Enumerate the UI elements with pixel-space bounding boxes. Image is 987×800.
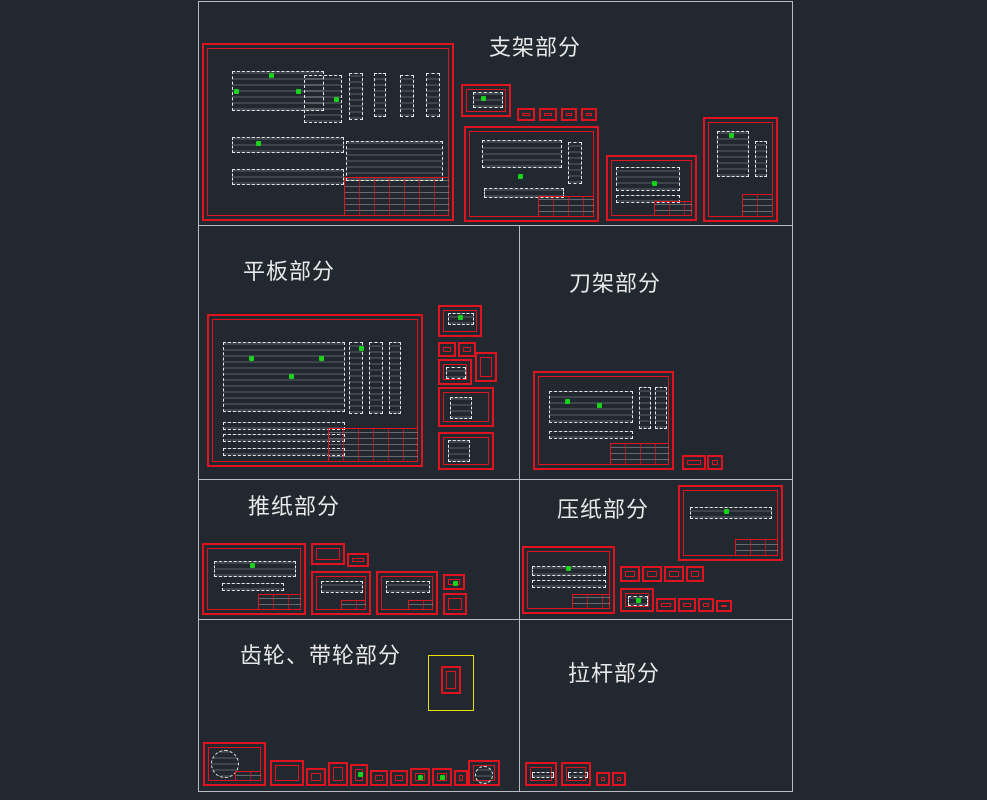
drawing-sheet-rod-2[interactable]	[561, 762, 591, 786]
drawing-sheet-support-part-1[interactable]	[461, 84, 511, 117]
divider-push	[198, 619, 793, 620]
section-title-support: 支架部分	[489, 36, 582, 61]
drawing-sheet-support-part-5[interactable]	[581, 108, 597, 121]
section-title-gear: 齿轮、带轮部分	[240, 644, 402, 669]
drawing-sheet-plate-part-2[interactable]	[438, 342, 456, 357]
section-title-knife: 刀架部分	[569, 272, 662, 297]
drawing-sheet-press-part-9[interactable]	[716, 600, 732, 612]
drawing-sheet-gear-1[interactable]	[203, 742, 266, 786]
drawing-sheet-gear-9[interactable]	[432, 768, 452, 786]
section-title-push: 推纸部分	[248, 495, 341, 520]
drawing-sheet-gear-7[interactable]	[390, 770, 408, 786]
divider-support	[198, 225, 793, 226]
drawing-sheet-press-part-7[interactable]	[678, 598, 696, 612]
drawing-sheet-press-part-2[interactable]	[642, 566, 662, 582]
drawing-sheet-press-assembly[interactable]	[522, 546, 615, 614]
section-title-plate: 平板部分	[243, 260, 336, 285]
section-title-rod: 拉杆部分	[568, 662, 661, 687]
drawing-sheet-knife-part-2[interactable]	[707, 455, 723, 470]
drawing-sheet-support-part-2[interactable]	[517, 108, 535, 121]
drawing-sheet-plate-part-5[interactable]	[475, 352, 497, 382]
drawing-sheet-gear-10[interactable]	[454, 770, 468, 786]
section-title-press: 压纸部分	[557, 498, 650, 523]
drawing-sheet-plate-part-6[interactable]	[438, 387, 494, 427]
drawing-sheet-press-part-8[interactable]	[698, 598, 714, 612]
drawing-sheet-rod-3[interactable]	[596, 772, 610, 786]
drawing-sheet-push-part-5[interactable]	[443, 574, 465, 590]
drawing-sheet-plate-part-3[interactable]	[458, 342, 476, 357]
drawing-sheet-plate-part-7[interactable]	[438, 432, 494, 470]
drawing-sheet-support-side[interactable]	[703, 117, 778, 222]
drawing-sheet-knife-assembly[interactable]	[533, 371, 674, 470]
drawing-sheet-push-part-4[interactable]	[376, 571, 438, 615]
drawing-sheet-support-part-4[interactable]	[561, 108, 577, 121]
drawing-sheet-plate-part-4[interactable]	[438, 359, 472, 385]
drawing-sheet-push-part-2[interactable]	[347, 553, 369, 567]
drawing-sheet-push-part-3[interactable]	[311, 571, 371, 615]
drawing-sheet-gear-8[interactable]	[410, 768, 430, 786]
drawing-sheet-support-part-3[interactable]	[539, 108, 557, 121]
drawing-sheet-press-part-1[interactable]	[620, 566, 640, 582]
drawing-sheet-gear-4[interactable]	[328, 762, 348, 786]
drawing-sheet-support-frame[interactable]	[464, 126, 599, 222]
drawing-sheet-press-part-6[interactable]	[656, 598, 676, 612]
drawing-sheet-gear-3[interactable]	[306, 768, 326, 786]
drawing-sheet-push-part-1[interactable]	[311, 543, 345, 565]
drawing-sheet-press-part-5[interactable]	[620, 588, 654, 612]
drawing-sheet-push-assembly[interactable]	[202, 543, 306, 615]
drawing-sheet-rod-1[interactable]	[525, 762, 557, 786]
selected-drawing-gear[interactable]	[428, 655, 474, 711]
divider-plate-knife	[519, 225, 520, 792]
drawing-sheet-gear-selected[interactable]	[441, 666, 461, 694]
drawing-sheet-support-bracket[interactable]	[606, 155, 697, 221]
drawing-sheet-plate-assembly[interactable]	[207, 314, 423, 467]
drawing-sheet-press-part-3[interactable]	[664, 566, 684, 582]
drawing-sheet-rod-4[interactable]	[612, 772, 626, 786]
drawing-sheet-gear-11[interactable]	[468, 760, 500, 786]
drawing-border-frame	[198, 1, 793, 792]
drawing-sheet-press-roller[interactable]	[678, 485, 783, 561]
drawing-sheet-knife-part-1[interactable]	[682, 455, 706, 470]
divider-plate	[198, 479, 793, 480]
drawing-sheet-plate-part-1[interactable]	[438, 305, 482, 337]
drawing-sheet-push-part-6[interactable]	[443, 593, 467, 615]
drawing-sheet-gear-5[interactable]	[350, 764, 368, 786]
drawing-sheet-gear-2[interactable]	[270, 760, 304, 786]
drawing-sheet-gear-6[interactable]	[370, 770, 388, 786]
drawing-sheet-support-assembly[interactable]	[202, 43, 454, 221]
drawing-sheet-press-part-4[interactable]	[686, 566, 704, 582]
